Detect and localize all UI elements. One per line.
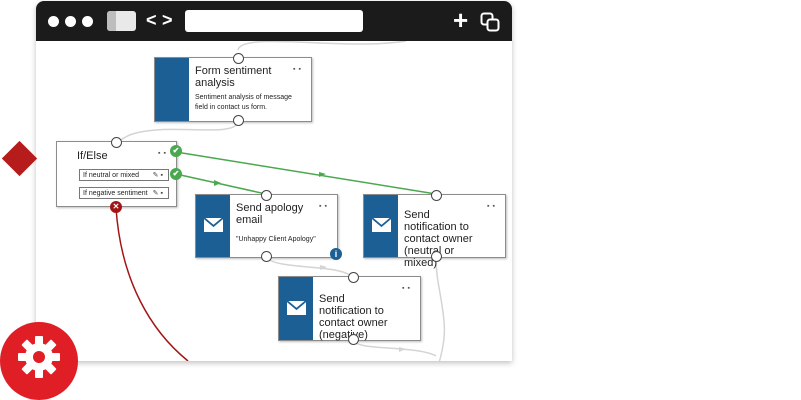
workflow-connectors: [115, 41, 446, 361]
node-tools: ▪▪: [293, 66, 304, 73]
edit-icon[interactable]: ✎: [152, 190, 161, 197]
node-tools: ▪▪: [158, 150, 169, 157]
trash-icon[interactable]: ▪: [407, 285, 413, 292]
node-title: Form sentiment analysis: [195, 65, 272, 89]
error-connector: [115, 207, 189, 361]
arrow-icon: [319, 172, 326, 177]
node-band: [196, 195, 230, 257]
check-icon[interactable]: ✔: [170, 168, 182, 180]
input-port[interactable]: [111, 137, 122, 148]
input-port[interactable]: [431, 190, 442, 201]
input-port[interactable]: [261, 190, 272, 201]
trash-icon[interactable]: ▪: [163, 150, 169, 157]
node-title: Send notification to contact owner (neut…: [404, 209, 473, 269]
arrow-icon: [214, 180, 221, 186]
notify-negative-node[interactable]: Send notification to contact owner (nega…: [278, 276, 421, 341]
window-dot-icon[interactable]: [82, 16, 93, 27]
input-port[interactable]: [233, 53, 244, 64]
forward-button[interactable]: >: [162, 10, 173, 30]
gear-icon[interactable]: [0, 322, 78, 400]
sidebar-toggle-button[interactable]: [107, 11, 136, 31]
apology-email-node[interactable]: Send apology email "Unhappy Client Apolo…: [195, 194, 338, 258]
trash-icon[interactable]: ▪: [324, 203, 330, 210]
document-icon[interactable]: ▪: [319, 203, 325, 210]
x-icon[interactable]: ✕: [110, 201, 122, 213]
window-dot-icon[interactable]: [48, 16, 59, 27]
connector-line: [237, 41, 407, 51]
output-port[interactable]: [348, 334, 359, 345]
node-title: If/Else: [77, 150, 108, 162]
output-port[interactable]: [261, 251, 272, 262]
node-tools: ▪▪: [487, 203, 498, 210]
condition-label: If negative sentiment: [83, 190, 148, 197]
arrow-icon: [399, 347, 406, 352]
connector-line: [353, 339, 437, 357]
ifelse-node[interactable]: If/Else ▪▪ If neutral or mixed ✎▪ If neg…: [56, 141, 177, 207]
envelope-icon: [204, 218, 223, 232]
connector-line: [435, 256, 446, 361]
window-dot-icon[interactable]: [65, 16, 76, 27]
notify-neutral-node[interactable]: Send notification to contact owner (neut…: [363, 194, 506, 269]
condition-row[interactable]: If negative sentiment ✎▪: [79, 187, 169, 199]
url-input[interactable]: [185, 10, 363, 32]
envelope-icon: [372, 218, 391, 232]
ifelse-diamond-icon: [1, 140, 38, 177]
output-port[interactable]: [233, 115, 244, 126]
trash-icon[interactable]: ▪: [492, 203, 498, 210]
node-title: Send apology email: [236, 202, 304, 226]
node-band: [155, 58, 189, 121]
input-port[interactable]: [348, 272, 359, 283]
success-connector: [175, 173, 267, 195]
connector-line: [115, 120, 239, 144]
trash-icon[interactable]: ▪: [160, 190, 165, 197]
node-title: Send notification to contact owner (nega…: [319, 293, 388, 341]
node-tools: ▪▪: [319, 203, 330, 210]
sentiment-analysis-node[interactable]: Form sentiment analysis Sentiment analys…: [154, 57, 312, 122]
document-icon[interactable]: ▪: [487, 203, 493, 210]
edit-icon[interactable]: ✎: [152, 172, 161, 179]
node-description: "Unhappy Client Apology": [236, 236, 316, 243]
trash-icon[interactable]: ▪: [160, 172, 165, 179]
back-button[interactable]: <: [146, 10, 157, 30]
arrow-icon: [320, 265, 327, 270]
document-icon[interactable]: ▪: [158, 150, 164, 157]
new-tab-button[interactable]: +: [453, 5, 469, 35]
node-description: Sentiment analysis of message field in c…: [195, 94, 292, 111]
output-port[interactable]: [431, 251, 442, 262]
document-icon[interactable]: ▪: [293, 66, 299, 73]
browser-titlebar: < > +: [36, 1, 512, 41]
check-icon[interactable]: ✔: [170, 145, 182, 157]
browser-window: < > +: [36, 1, 512, 361]
envelope-icon: [287, 301, 306, 315]
trash-icon[interactable]: ▪: [298, 66, 304, 73]
condition-tools: ✎▪: [153, 170, 165, 182]
document-icon[interactable]: ▪: [402, 285, 408, 292]
workflow-canvas[interactable]: Form sentiment analysis Sentiment analys…: [36, 41, 512, 361]
success-connector: [175, 151, 437, 195]
info-icon[interactable]: i: [330, 248, 342, 260]
node-tools: ▪▪: [402, 285, 413, 292]
node-band: [364, 195, 398, 257]
condition-label: If neutral or mixed: [83, 172, 140, 179]
copy-icon[interactable]: [480, 12, 500, 32]
node-band: [279, 277, 313, 340]
condition-tools: ✎▪: [153, 188, 165, 200]
condition-row[interactable]: If neutral or mixed ✎▪: [79, 169, 169, 181]
